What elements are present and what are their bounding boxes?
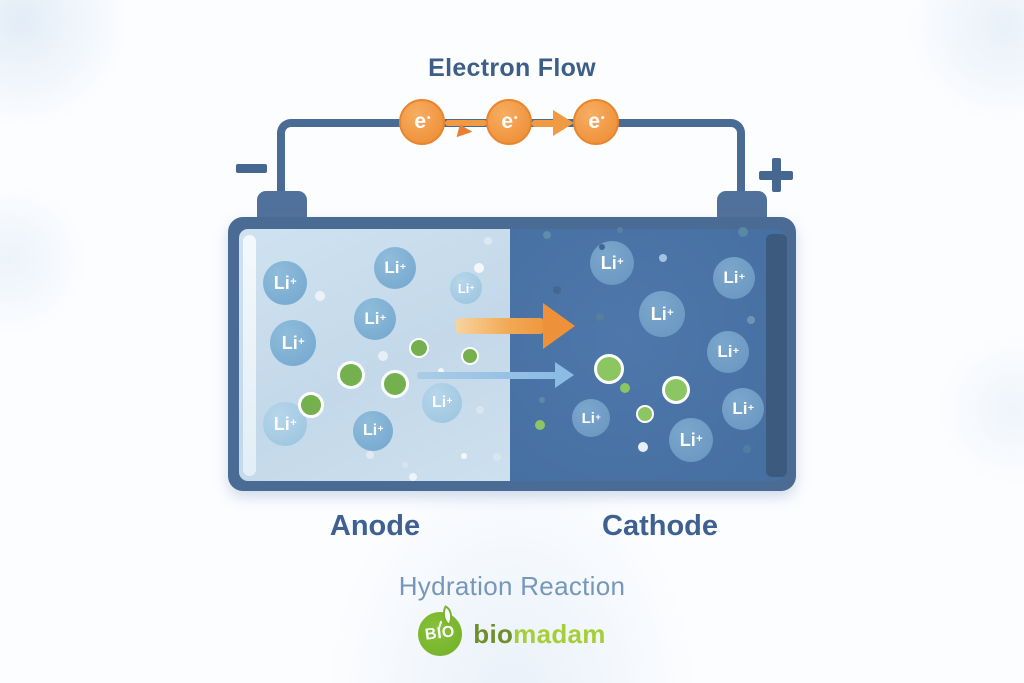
li-ion: Li+	[590, 241, 634, 285]
cathode-electrode-strip	[766, 234, 787, 477]
electron-flow-connector	[445, 120, 487, 126]
brand-name-prefix: bio	[473, 618, 514, 649]
bubble-dot	[366, 451, 374, 459]
bubble-dot	[599, 244, 605, 250]
electron-symbol: e•	[399, 99, 445, 145]
solvent-particle	[461, 347, 479, 365]
positive-terminal	[717, 191, 767, 219]
bubble-dot	[461, 453, 467, 459]
bubble-dot	[659, 254, 667, 262]
negative-terminal	[257, 191, 307, 219]
bubble-dot	[378, 351, 388, 361]
li-ion: Li+	[707, 331, 749, 373]
bubble-dot	[476, 406, 484, 414]
bubble-dot	[438, 368, 444, 374]
electron-symbol: e•	[573, 99, 619, 145]
solvent-particle	[662, 376, 690, 404]
solvent-particle	[409, 338, 429, 358]
diagram-title: Electron Flow	[428, 54, 596, 82]
bubble-dot	[409, 473, 417, 481]
bubble-dot	[493, 453, 501, 461]
solvent-particle	[620, 383, 630, 393]
bubble-dot	[596, 313, 604, 321]
solvent-flow-arrow-head	[555, 362, 574, 388]
solvent-particle	[535, 420, 545, 430]
brand-name-suffix: madam	[513, 618, 606, 649]
bubble-dot	[638, 442, 648, 452]
li-ion: Li+	[450, 272, 482, 304]
solvent-particle	[636, 405, 654, 423]
bubble-dot	[738, 227, 748, 237]
li-ion: Li+	[263, 261, 307, 305]
bubble-dot	[543, 231, 551, 239]
solvent-particle	[298, 392, 324, 418]
anode-glass-highlight	[243, 235, 256, 476]
bubble-dot	[474, 263, 484, 273]
solvent-flow-arrow-shaft	[417, 372, 557, 379]
brand-logo: BIO biomadam	[0, 605, 1024, 656]
diagram-caption: Hydration Reaction	[398, 571, 626, 601]
bubble-dot	[553, 286, 561, 294]
electron-symbol: e•	[486, 99, 532, 145]
positive-terminal-sign	[759, 158, 793, 192]
solvent-particle	[594, 354, 624, 384]
bubble-dot	[402, 462, 408, 468]
li-ion: Li+	[374, 247, 416, 289]
bubble-dot	[743, 445, 751, 453]
li-ion: Li+	[722, 388, 764, 430]
negative-terminal-sign	[236, 164, 267, 173]
bubble-dot	[617, 227, 623, 233]
li-ion: Li+	[572, 399, 610, 437]
anode-label: Anode	[329, 510, 421, 542]
solvent-particle	[381, 370, 409, 398]
li-ion: Li+	[353, 411, 393, 451]
li-ion: Li+	[270, 320, 316, 366]
li-ion: Li+	[354, 298, 396, 340]
li-ion: Li+	[669, 418, 713, 462]
bubble-dot	[747, 316, 755, 324]
bio-badge-text: BIO	[424, 623, 457, 644]
electron-flow-arrow-shaft	[532, 120, 558, 127]
ion-flow-arrow-head	[543, 303, 575, 349]
bubble-dot	[539, 397, 545, 403]
ion-flow-arrow-shaft	[456, 318, 544, 334]
brand-name: biomadam	[473, 619, 605, 650]
bubble-dot	[484, 237, 492, 245]
bio-badge: BIO	[418, 605, 463, 656]
li-ion: Li+	[713, 257, 755, 299]
bubble-dot	[315, 291, 325, 301]
electron-flow-arrowhead	[553, 110, 574, 136]
solvent-particle	[337, 361, 365, 389]
li-ion: Li+	[639, 291, 685, 337]
cathode-label: Cathode	[602, 510, 718, 542]
li-ion: Li+	[422, 383, 462, 423]
